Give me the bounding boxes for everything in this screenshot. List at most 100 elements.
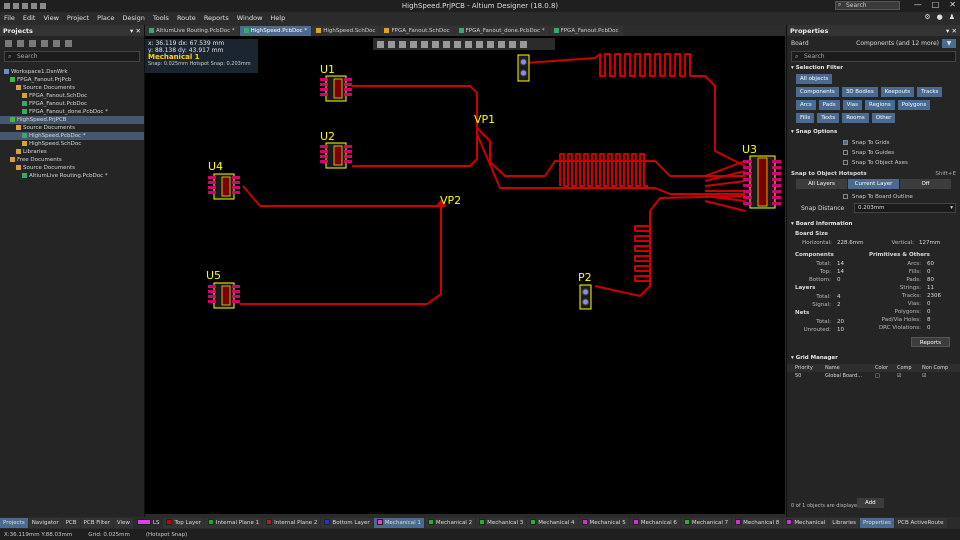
snap-options-header[interactable]: ▾ Snap Options [791,129,838,135]
hotspot-mode-all-layers[interactable]: All Layers [796,179,847,189]
menu-route[interactable]: Route [176,14,196,22]
filter-polygons-button[interactable]: Polygons [897,100,931,110]
menu-window[interactable]: Window [236,14,263,22]
grid-col-header[interactable]: Name [825,365,840,371]
tree-item[interactable]: Workspace1.DsnWrk [0,68,144,76]
grid-col-header[interactable]: Comp [897,365,912,371]
layer-tab[interactable]: Mechanical 8 [732,517,783,528]
component-u2[interactable] [320,142,352,169]
panel-tab-navigator[interactable]: Navigator [28,517,62,528]
doc-tab[interactable]: HighSpeed.PcbDoc * [239,25,312,36]
folder-open-icon[interactable] [29,39,36,47]
snap-checkbox[interactable]: Snap To Object Axes [787,158,960,168]
gear-icon[interactable] [65,39,72,47]
menu-design[interactable]: Design [122,14,145,22]
place-component-icon[interactable] [421,40,428,48]
layer-tab[interactable]: Internal Plane 1 [204,517,263,528]
menu-tools[interactable]: Tools [152,14,169,22]
layer-tab[interactable]: Internal Plane 2 [263,517,321,528]
save-icon[interactable] [5,39,12,47]
save-all-icon[interactable] [13,3,19,9]
align-icon[interactable] [410,40,417,48]
grid-noncomp-checkbox[interactable]: ☑ [922,373,927,379]
notification-icon[interactable]: ● [936,13,943,21]
snap-checkbox[interactable]: Snap To Grids [787,138,960,148]
global-search-input[interactable]: Search [835,1,900,10]
connector-p2[interactable] [579,284,592,310]
tree-item[interactable]: Source Documents [0,164,144,172]
tree-item[interactable]: Source Documents [0,124,144,132]
via-icon[interactable] [487,40,494,48]
component-u4[interactable] [208,173,240,200]
layer-tab[interactable]: Mechanical 5 [578,517,629,528]
component-u5[interactable] [208,282,240,309]
properties-search-input[interactable]: Search [791,51,956,62]
layer-tab[interactable]: Bottom Layer [321,517,373,528]
filter-vias-button[interactable]: Vias [842,100,862,110]
tree-item[interactable]: FPGA_Fanout.PrjPcb [0,76,144,84]
tree-item[interactable]: AltiumLive Routing.PcbDoc * [0,172,144,180]
hotspot-mode-current-layer[interactable]: Current Layer [848,179,899,189]
snap-board-outline-checkbox[interactable]: Snap To Board Outline [787,192,960,202]
panel-tab-projects[interactable]: Projects [0,517,28,528]
filter-fills-button[interactable]: Fills [796,113,815,123]
close-icon[interactable]: ✕ [949,0,956,9]
filter-pads-button[interactable]: Pads [818,100,840,110]
layer-set-button[interactable]: LS [134,518,163,528]
snap-checkbox[interactable]: Snap To Guides [787,148,960,158]
tree-item[interactable]: FPGA_Fanout.SchDoc [0,92,144,100]
grid-manager-header[interactable]: ▾ Grid Manager [791,355,838,361]
snap-distance-dropdown[interactable]: 0.203mm [854,203,956,213]
doc-tab[interactable]: FPGA_Fanout.SchDoc [380,25,454,36]
tree-item[interactable]: HighSpeed.SchDoc [0,140,144,148]
tree-item[interactable]: HighSpeed.PrjPCB [0,116,144,124]
dimension-icon[interactable] [520,40,527,48]
component-u1[interactable] [320,75,352,102]
menu-place[interactable]: Place [97,14,115,22]
connector-p1[interactable] [517,54,530,82]
maximize-icon[interactable]: □ [931,0,940,9]
grid-comp-checkbox[interactable]: ☑ [897,373,902,379]
doc-tab[interactable]: AltiumLive Routing.PcbDoc * [145,25,239,36]
layer-tab[interactable]: Top Layer [163,517,204,528]
filter-tracks-button[interactable]: Tracks [917,87,943,97]
filter-icon[interactable]: ▼ [942,38,956,48]
grid-color-swatch[interactable]: □ [875,373,880,379]
save-all-icon[interactable] [17,39,24,47]
close-project-icon[interactable] [41,39,48,47]
layer-tab[interactable]: Mechanical 3 [476,517,527,528]
tree-item[interactable]: FPGA_Fanout.PcbDoc [0,100,144,108]
panel-menu-icon[interactable]: ▾ ✕ [130,26,141,35]
refresh-icon[interactable] [53,39,60,47]
menu-project[interactable]: Project [66,14,90,22]
menu-reports[interactable]: Reports [203,14,229,22]
save-icon[interactable] [4,3,10,9]
grid-col-header[interactable]: Color [875,365,889,371]
panel-tab-pcb-activeroute[interactable]: PCB ActiveRoute [894,517,947,528]
filter-icon[interactable] [377,40,384,48]
selection-filter-header[interactable]: ▾ Selection Filter [791,65,843,71]
route-icon[interactable] [432,40,439,48]
panel-tab-view[interactable]: View [113,517,133,528]
layer-tab[interactable]: Mechanical 2 [424,517,476,528]
interactive-route-icon[interactable] [443,40,450,48]
hotspot-mode-off[interactable]: Off [900,179,951,189]
filter-regions-button[interactable]: Regions [865,100,895,110]
move-icon[interactable] [388,40,395,48]
layer-tab[interactable]: Mechanical [783,517,829,528]
filter-arcs-button[interactable]: Arcs [796,100,816,110]
panel-tab-pcb-filter[interactable]: PCB Filter [80,517,113,528]
tree-item[interactable]: HighSpeed.PcbDoc * [0,132,144,140]
panel-tab-properties[interactable]: Properties [860,517,894,528]
doc-tab[interactable]: HighSpeed.SchDoc [312,25,380,36]
fill-icon[interactable] [465,40,472,48]
panel-tab-pcb[interactable]: PCB [62,517,80,528]
grid-col-header[interactable]: Non Comp [922,365,949,371]
tree-item[interactable]: Libraries [0,148,144,156]
filter-keepouts-button[interactable]: Keepouts [880,87,915,97]
tree-item[interactable]: FPGA_Fanout_done.PcbDoc * [0,108,144,116]
menu-help[interactable]: Help [270,14,286,22]
board-information-header[interactable]: ▾ Board Information [791,221,853,227]
pcb-canvas[interactable]: x: 36.119 dx: 67.539 mm y: 88.138 dy: 43… [145,36,785,514]
grid-manager-row[interactable]: 50 Global Board... □ ☑ ☑ [795,373,927,379]
